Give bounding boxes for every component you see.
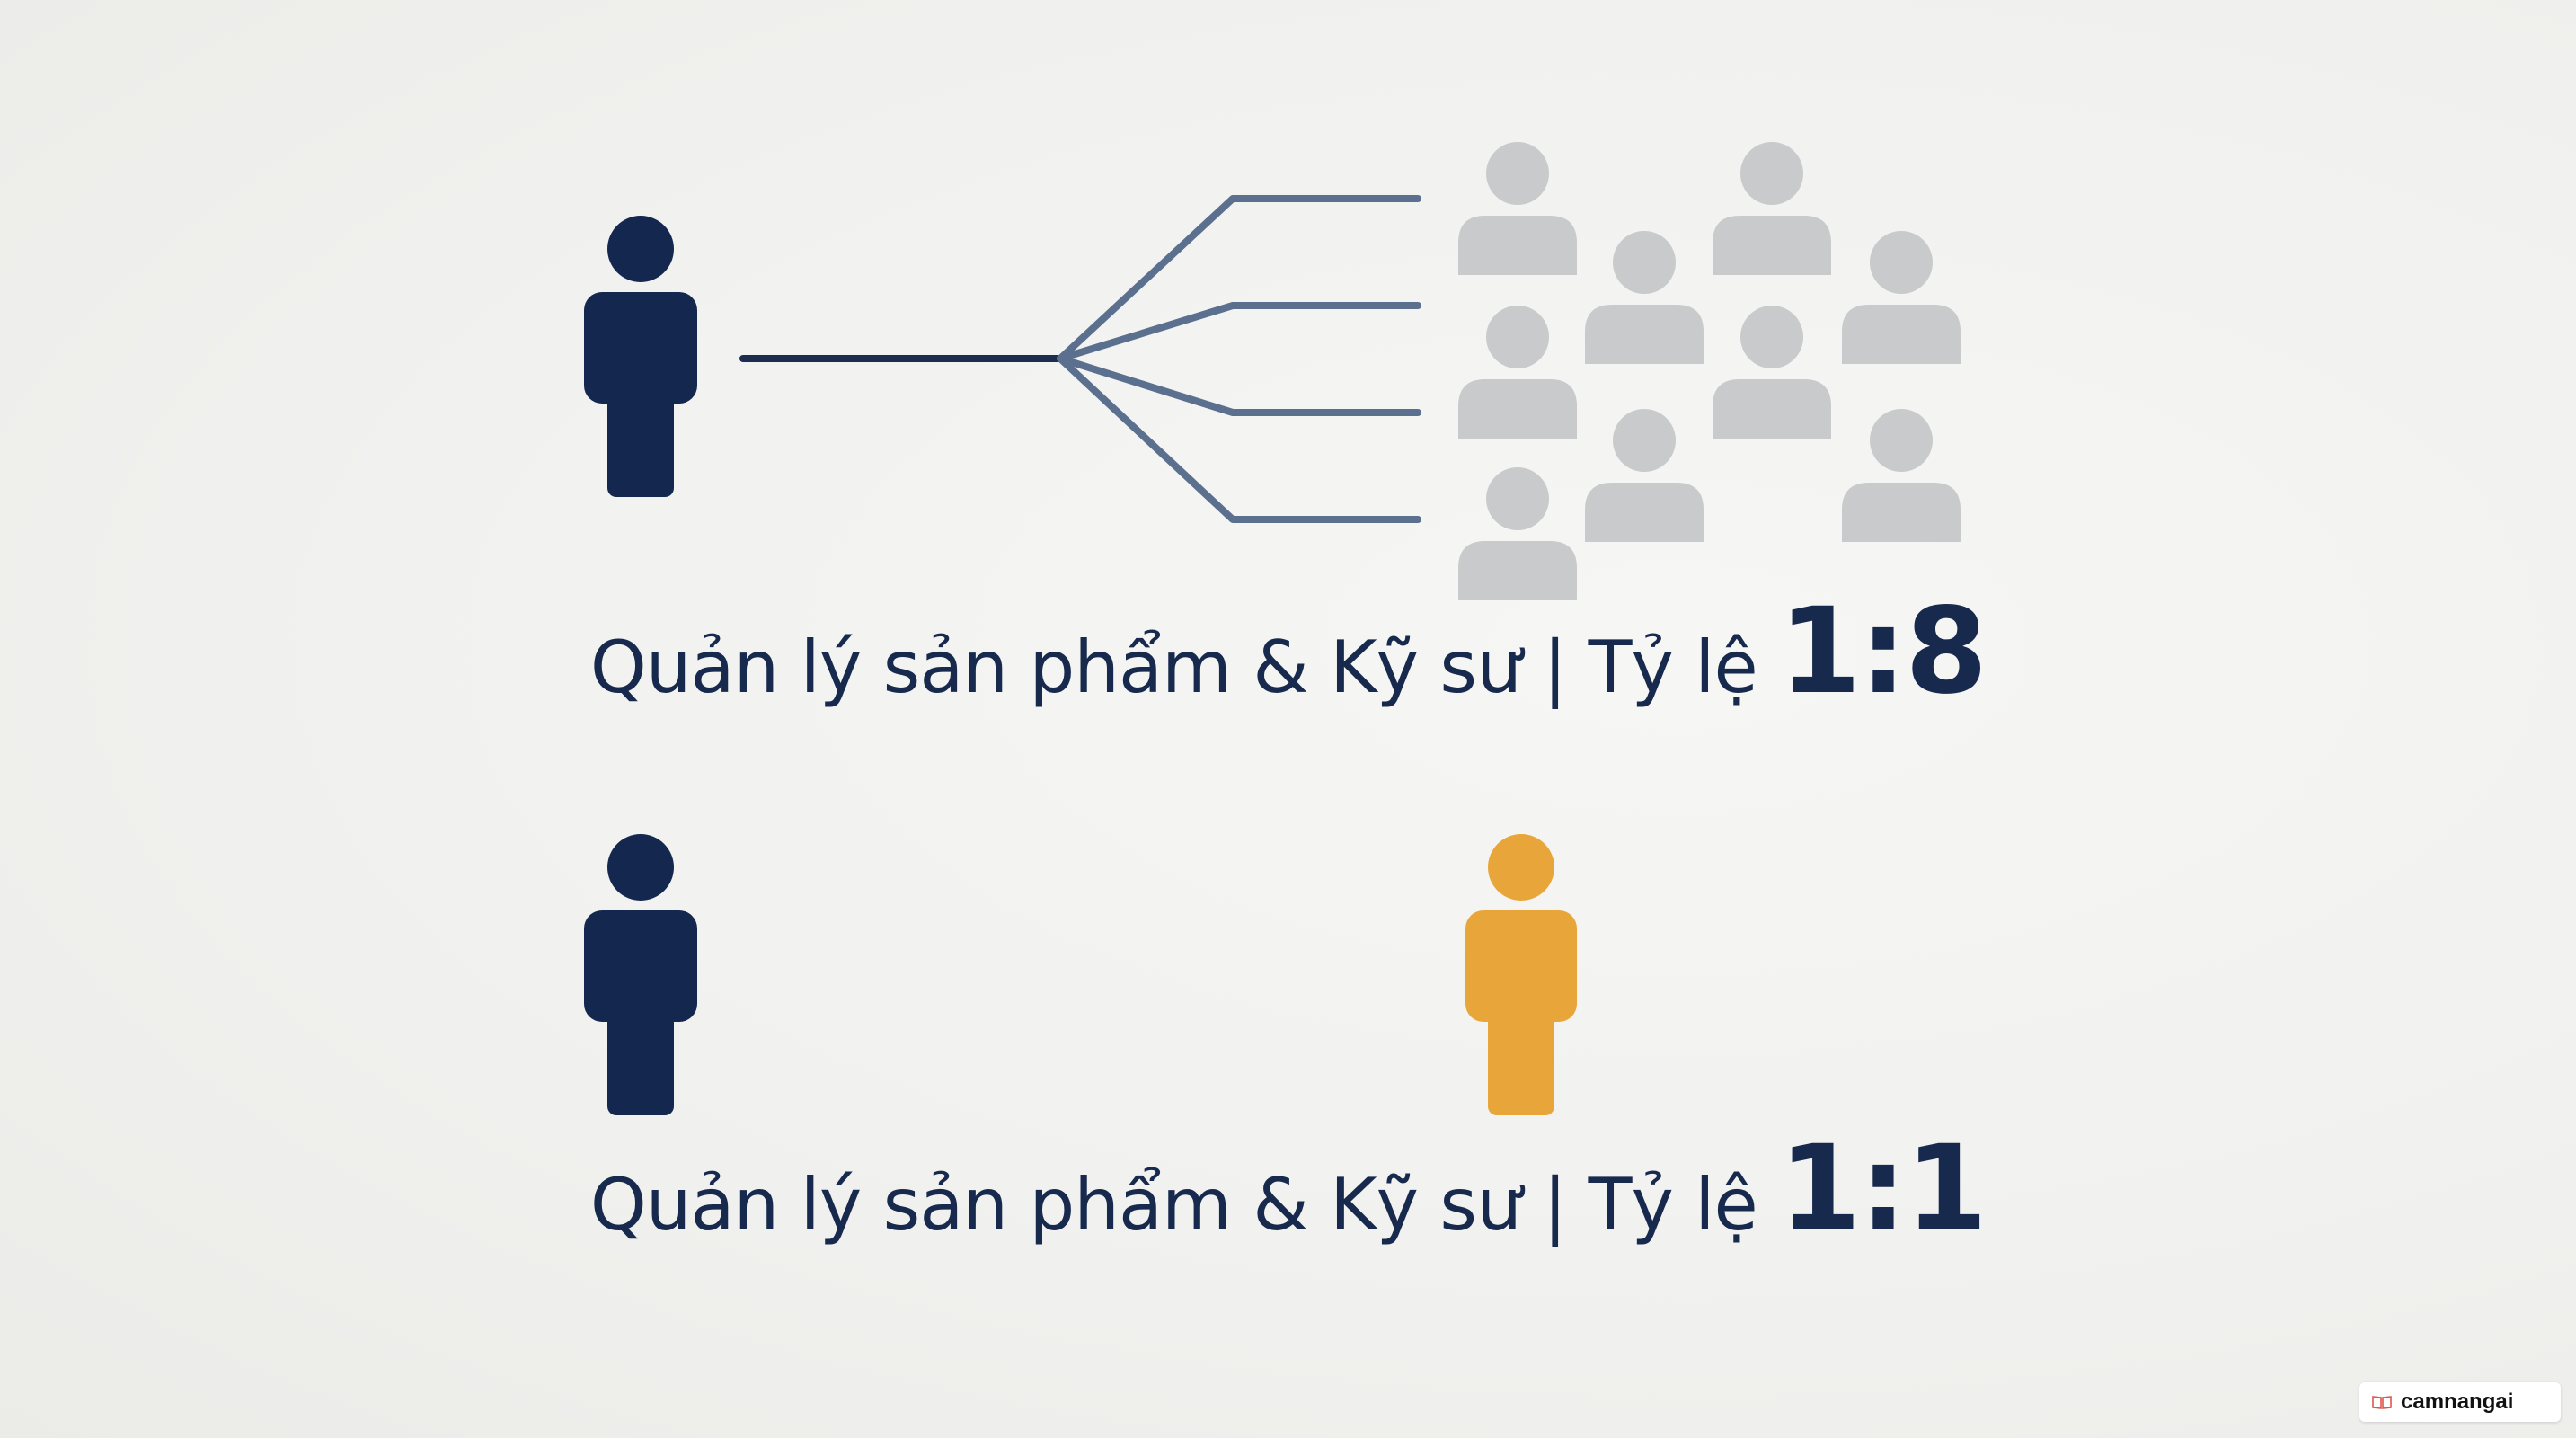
connector-branch-2 — [1057, 302, 1421, 362]
branch-connector — [739, 195, 1421, 523]
engineer-icon — [1713, 142, 1831, 275]
book-icon — [2372, 1396, 2392, 1409]
engineer-icon — [1458, 142, 1577, 275]
engineer-icon — [1458, 467, 1577, 600]
caption-text: Quản lý sản phẩm & Kỹ sư | Tỷ lệ — [589, 1163, 1758, 1247]
ratio-value: 1:1 — [1778, 1120, 1987, 1258]
connector-branch-3 — [1057, 355, 1421, 416]
engineer-icon-single — [1465, 834, 1577, 1115]
product-manager-icon-bottom — [584, 834, 697, 1115]
engineer-icon — [1842, 409, 1961, 542]
caption-text: Quản lý sản phẩm & Kỹ sư | Tỷ lệ — [589, 626, 1758, 709]
ratio-value: 1:8 — [1778, 582, 1987, 721]
engineer-icon — [1585, 409, 1704, 542]
engineer-group — [1458, 142, 1961, 600]
connector-branch-4 — [1057, 355, 1421, 523]
connector-branch-1 — [1057, 195, 1421, 362]
engineer-icon — [1585, 231, 1704, 364]
engineer-icon — [1713, 306, 1831, 439]
watermark-badge: camnangai — [2359, 1382, 2561, 1422]
engineer-icon — [1458, 306, 1577, 439]
product-manager-icon-top — [584, 216, 697, 497]
engineer-icon — [1842, 231, 1961, 364]
watermark-text: camnangai — [2401, 1389, 2514, 1414]
